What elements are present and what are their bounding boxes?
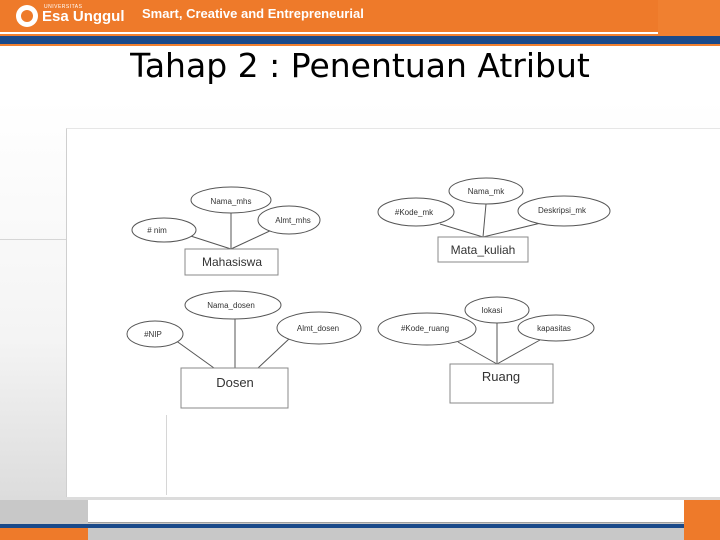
entity-label: Ruang bbox=[482, 369, 520, 384]
attribute-ellipse bbox=[517, 195, 611, 227]
mahasiswa-group: Nama_mhs # nim Almt_mhs Mahasiswa bbox=[131, 186, 321, 276]
tagline: Smart, Creative and Entrepreneurial bbox=[142, 6, 364, 21]
attribute-label: Nama_dosen bbox=[207, 301, 255, 310]
attribute-label: Almt_mhs bbox=[275, 216, 311, 225]
entity-label: Dosen bbox=[216, 375, 254, 390]
divider-line bbox=[0, 239, 66, 240]
connector bbox=[482, 221, 546, 238]
attribute-label: Nama_mhs bbox=[211, 197, 252, 206]
logo-text: Esa Unggul bbox=[42, 8, 125, 25]
attribute-ellipse bbox=[131, 217, 197, 243]
entity-box bbox=[180, 367, 289, 409]
attribute-ellipse bbox=[184, 290, 282, 320]
footer-accent bbox=[684, 500, 720, 540]
attribute-ellipse bbox=[517, 314, 595, 342]
ruang-group: lokasi #Kode_ruang kapasitas Ruang bbox=[377, 296, 595, 404]
attribute-ellipse bbox=[448, 177, 524, 205]
header-blue-line bbox=[0, 36, 720, 44]
entity-label: Mata_kuliah bbox=[451, 243, 516, 257]
entity-label: Mahasiswa bbox=[202, 255, 262, 269]
attribute-ellipse bbox=[377, 312, 477, 346]
attribute-label: #Kode_mk bbox=[395, 208, 434, 217]
connector bbox=[439, 223, 484, 238]
entity-box bbox=[437, 236, 529, 263]
attribute-ellipse bbox=[190, 186, 272, 214]
attribute-ellipse bbox=[276, 311, 362, 345]
entity-box bbox=[449, 363, 554, 404]
university-logo-icon bbox=[16, 5, 38, 27]
connector bbox=[482, 203, 487, 238]
header-bar: UNIVERSITAS Esa Unggul Smart, Creative a… bbox=[0, 0, 720, 46]
footer-blue-line bbox=[0, 524, 720, 528]
attribute-label: lokasi bbox=[482, 306, 503, 315]
attribute-label: # nim bbox=[147, 226, 167, 235]
diagram-canvas bbox=[66, 128, 720, 497]
connector bbox=[496, 339, 541, 365]
header-strip bbox=[0, 0, 658, 34]
attribute-label: kapasitas bbox=[537, 324, 571, 333]
attribute-ellipse bbox=[257, 205, 321, 235]
footer-strip bbox=[88, 500, 684, 523]
attribute-label: #NIP bbox=[144, 330, 162, 339]
attribute-label: Almt_dosen bbox=[297, 324, 339, 333]
divider-line bbox=[166, 415, 167, 495]
attribute-label: #Kode_ruang bbox=[401, 324, 449, 333]
connector bbox=[257, 337, 291, 369]
footer-accent bbox=[0, 528, 88, 540]
dosen-group: Nama_dosen #NIP Almt_dosen Dosen bbox=[126, 290, 362, 409]
attribute-ellipse bbox=[377, 197, 455, 227]
attribute-label: Deskripsi_mk bbox=[538, 206, 587, 215]
mata-kuliah-group: Nama_mk #Kode_mk Deskripsi_mk Mata_kulia… bbox=[377, 177, 611, 263]
connector bbox=[457, 341, 498, 365]
attribute-label: Nama_mk bbox=[468, 187, 505, 196]
slide-title: Tahap 2 : Penentuan Atribut bbox=[130, 46, 590, 85]
logo-caption: UNIVERSITAS bbox=[44, 4, 83, 10]
entity-box bbox=[184, 248, 279, 276]
attribute-ellipse bbox=[464, 296, 530, 324]
attribute-ellipse bbox=[126, 320, 184, 348]
connector bbox=[174, 339, 215, 369]
